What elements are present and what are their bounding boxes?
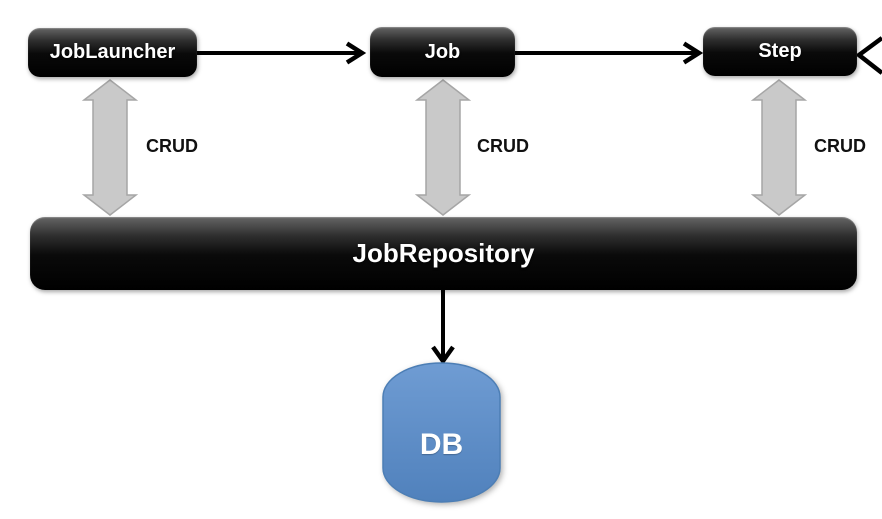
db-cylinder [382,362,501,503]
node-jobrepository-label: JobRepository [352,238,535,268]
node-joblauncher-label: JobLauncher [49,41,176,63]
arrow-jobrepository-to-db [431,290,455,365]
crud-label-joblauncher: CRUD [146,136,198,156]
crud-double-arrow-joblauncher [81,79,139,216]
crud-double-arrow-step [750,79,808,216]
arrow-into-step-from-right [855,36,882,75]
node-job: Job [370,27,515,77]
node-jobrepository: JobRepository [30,217,857,290]
arrow-joblauncher-to-job [197,41,367,65]
node-step: Step [703,27,857,76]
crud-label-job: CRUD [477,136,529,156]
crud-label-step: CRUD [814,136,866,156]
node-joblauncher: JobLauncher [28,28,197,77]
arrow-job-to-step [515,41,704,65]
crud-double-arrow-job [414,79,472,216]
node-step-label: Step [758,40,802,62]
node-db-label: DB [419,427,464,461]
node-job-label: Job [424,40,461,63]
